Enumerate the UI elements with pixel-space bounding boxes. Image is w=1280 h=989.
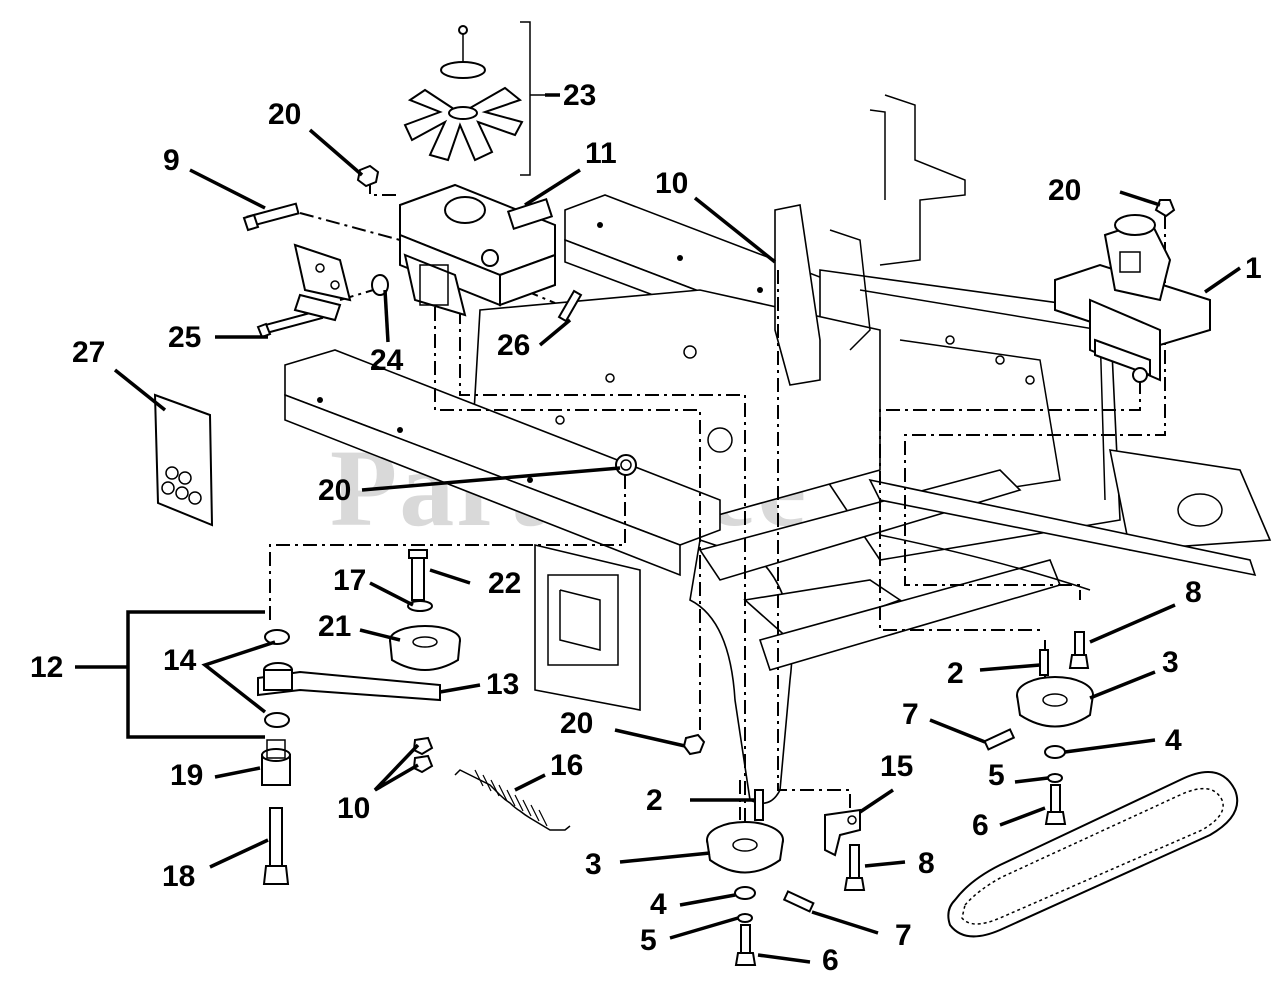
callout-15: 15 <box>880 750 913 783</box>
decal-27 <box>153 393 214 527</box>
callout-13: 13 <box>486 668 519 701</box>
transmission-left <box>399 183 556 317</box>
nut-20-top <box>356 164 380 188</box>
callout-3: 3 <box>585 848 602 881</box>
callout-1: 1 <box>1245 252 1262 285</box>
callout-22: 22 <box>488 567 521 600</box>
callout-20: 20 <box>560 707 593 740</box>
callout-6: 6 <box>972 809 989 842</box>
callout-26: 26 <box>497 329 530 362</box>
callout-23: 23 <box>563 79 596 112</box>
callout-labels: 1 20 9 23 11 10 20 25 24 26 27 20 17 22 … <box>30 79 1262 977</box>
callout-5: 5 <box>640 924 657 957</box>
bolt-8-lower <box>843 844 866 891</box>
callout-11: 11 <box>585 137 617 170</box>
callout-9: 9 <box>163 144 180 177</box>
callout-18: 18 <box>162 860 195 893</box>
callout-8: 8 <box>918 847 935 880</box>
callout-3: 3 <box>1162 646 1179 679</box>
bolt-25 <box>256 309 324 339</box>
bracket-12-line <box>126 610 265 739</box>
callout-27: 27 <box>72 336 105 369</box>
bracket-24 <box>293 243 389 322</box>
transmission-right <box>1054 199 1211 383</box>
callout-12: 12 <box>30 651 63 684</box>
callout-16: 16 <box>550 749 583 782</box>
spring-16 <box>454 769 571 831</box>
nut-20-lower <box>682 733 706 756</box>
callout-7: 7 <box>902 698 919 731</box>
callout-20: 20 <box>1048 174 1081 207</box>
callout-21: 21 <box>318 610 351 643</box>
pulley-left-group <box>706 789 815 966</box>
bolt-9 <box>242 202 300 232</box>
callout-5: 5 <box>988 759 1005 792</box>
bolt-26 <box>557 289 583 323</box>
nut-20-center <box>615 454 637 476</box>
fan-assembly <box>403 21 545 176</box>
callout-6: 6 <box>822 944 839 977</box>
callout-20: 20 <box>318 474 351 507</box>
drive-belt <box>947 771 1239 938</box>
callout-7: 7 <box>895 919 912 952</box>
leader-lines <box>75 93 1241 964</box>
idler-assembly <box>257 549 461 885</box>
callout-2: 2 <box>646 784 663 817</box>
callout-4: 4 <box>650 888 667 921</box>
callout-4: 4 <box>1165 724 1182 757</box>
callout-17: 17 <box>333 564 366 597</box>
callout-19: 19 <box>170 759 203 792</box>
callout-2: 2 <box>947 657 964 690</box>
pulley-right-group <box>983 631 1094 825</box>
callout-14: 14 <box>163 644 197 677</box>
callout-8: 8 <box>1185 576 1202 609</box>
callout-10: 10 <box>337 792 370 825</box>
callout-10: 10 <box>655 167 688 200</box>
callout-25: 25 <box>168 321 201 354</box>
callout-20: 20 <box>268 98 301 131</box>
callout-24: 24 <box>370 344 404 377</box>
